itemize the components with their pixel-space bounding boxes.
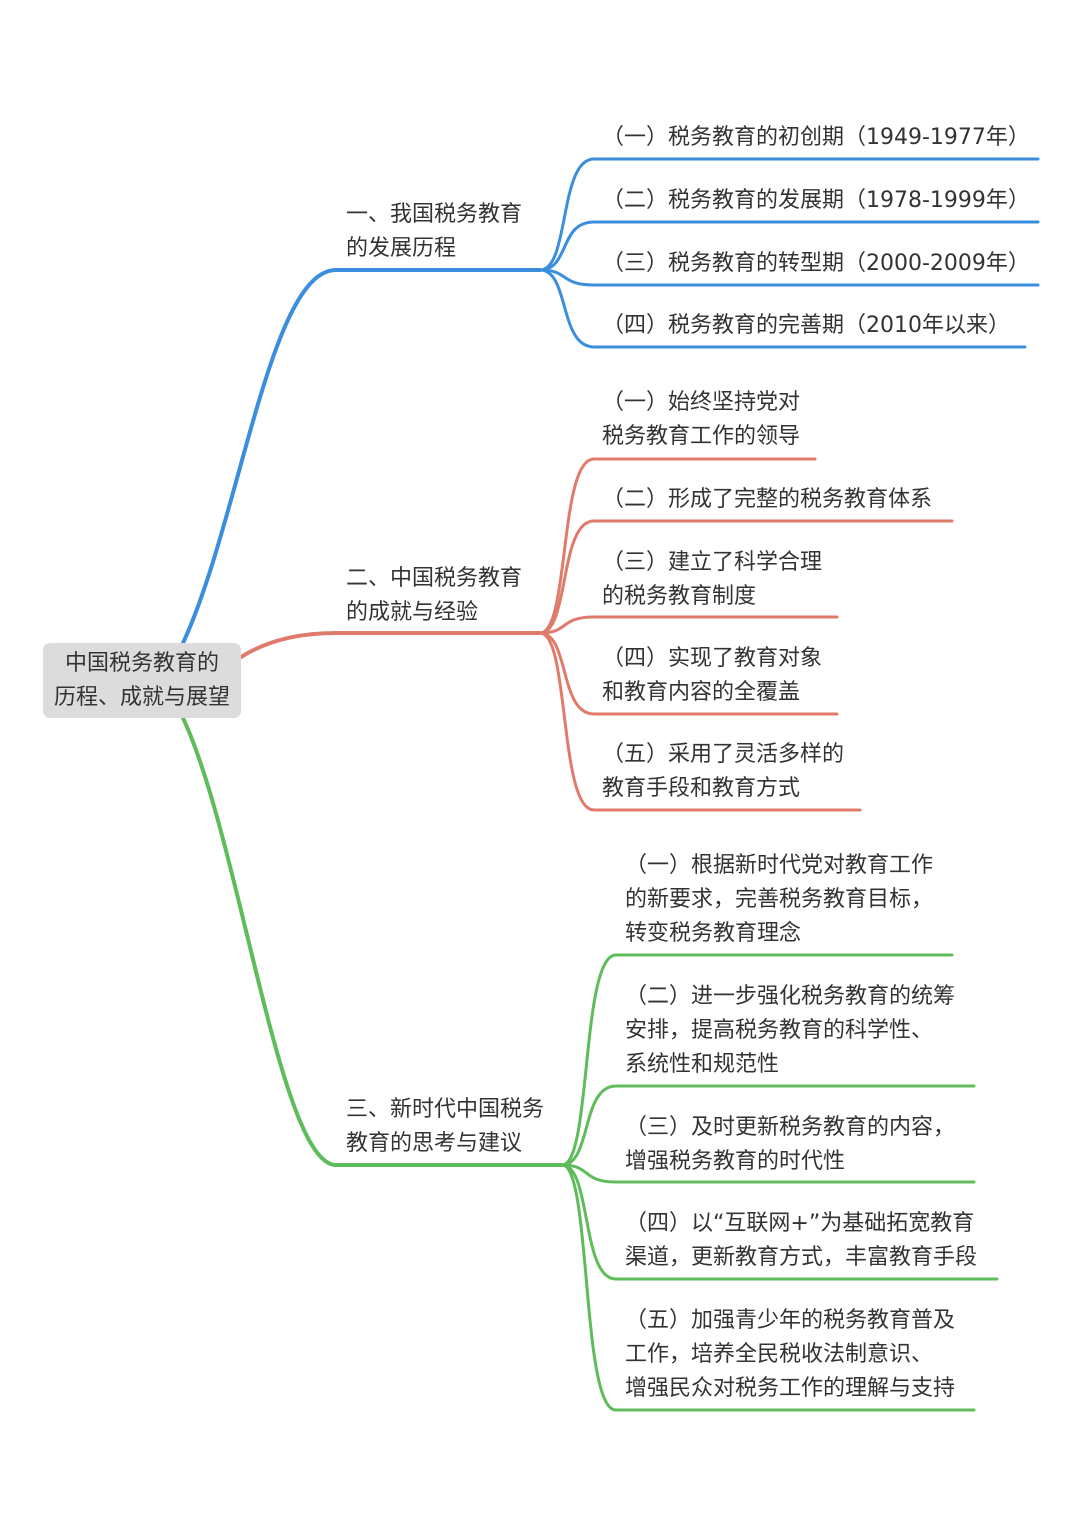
root-node-label: 中国税务教育的 历程、成就与展望 (53, 651, 230, 710)
branch-3-child-1: （一）根据新时代党对教育工作 的新要求，完善税务教育目标， 转变税务教育理念 (625, 853, 934, 946)
branch-2-child-4-connector (538, 631, 839, 716)
branch-1-child-4: （四）税务教育的完善期（2010年以来） (602, 313, 1010, 338)
branch-1-child-3: （三）税务教育的转型期（2000-2009年） (602, 251, 1030, 276)
branch-1-child-1: （一）税务教育的初创期（1949-1977年） (602, 125, 1030, 150)
branch-3-child-3-connector (560, 1163, 976, 1184)
branch-3-child-5-connector (560, 1163, 976, 1412)
branch-2-child-3: （三）建立了科学合理 的税务教育制度 (602, 550, 823, 609)
root-to-branch-2-connector (239, 631, 542, 659)
branch-2-child-2-connector (538, 519, 954, 635)
root-node (43, 643, 241, 718)
branch-1-child-1-connector (538, 157, 1040, 272)
branch-3-label: 三、新时代中国税务 教育的思考与建议 (346, 1097, 545, 1156)
branch-2-child-4: （四）实现了教育对象 和教育内容的全覆盖 (602, 646, 823, 705)
branch-3-child-2: （二）进一步强化税务教育的统筹 安排，提高税务教育的科学性、 系统性和规范性 (625, 984, 956, 1077)
branch-3-child-3: （三）及时更新税务教育的内容， 增强税务教育的时代性 (625, 1115, 956, 1174)
branch-3-child-5: （五）加强青少年的税务教育普及 工作，培养全民税收法制意识、 增强民众对税务工作… (625, 1308, 956, 1401)
root-to-branch-3-connector (181, 716, 564, 1167)
branch-2-child-3-connector (538, 615, 839, 635)
branch-3-child-1-connector (560, 953, 954, 1167)
branch-2-child-2: （二）形成了完整的税务教育体系 (602, 487, 933, 512)
branch-1-child-2: （二）税务教育的发展期（1978-1999年） (602, 188, 1030, 213)
branch-2-child-1-connector (538, 457, 817, 635)
branch-2-child-5-connector (538, 631, 862, 812)
root-to-branch-1-connector (181, 268, 542, 645)
branch-2-child-5: （五）采用了灵活多样的 教育手段和教育方式 (602, 742, 845, 801)
branch-1-child-2-connector (538, 220, 1040, 272)
branch-1-child-4-connector (538, 268, 1027, 349)
branch-2-label: 二、中国税务教育 的成就与经验 (346, 566, 523, 625)
branch-1-child-3-connector (538, 268, 1040, 287)
branch-3-child-2-connector (560, 1084, 976, 1167)
branch-1-label: 一、我国税务教育 的发展历程 (346, 202, 523, 261)
branch-3-child-4: （四）以“互联网+”为基础拓宽教育 渠道，更新教育方式，丰富教育手段 (625, 1211, 978, 1270)
branch-2-child-1: （一）始终坚持党对 税务教育工作的领导 (602, 390, 801, 449)
branch-3-child-4-connector (560, 1163, 999, 1281)
